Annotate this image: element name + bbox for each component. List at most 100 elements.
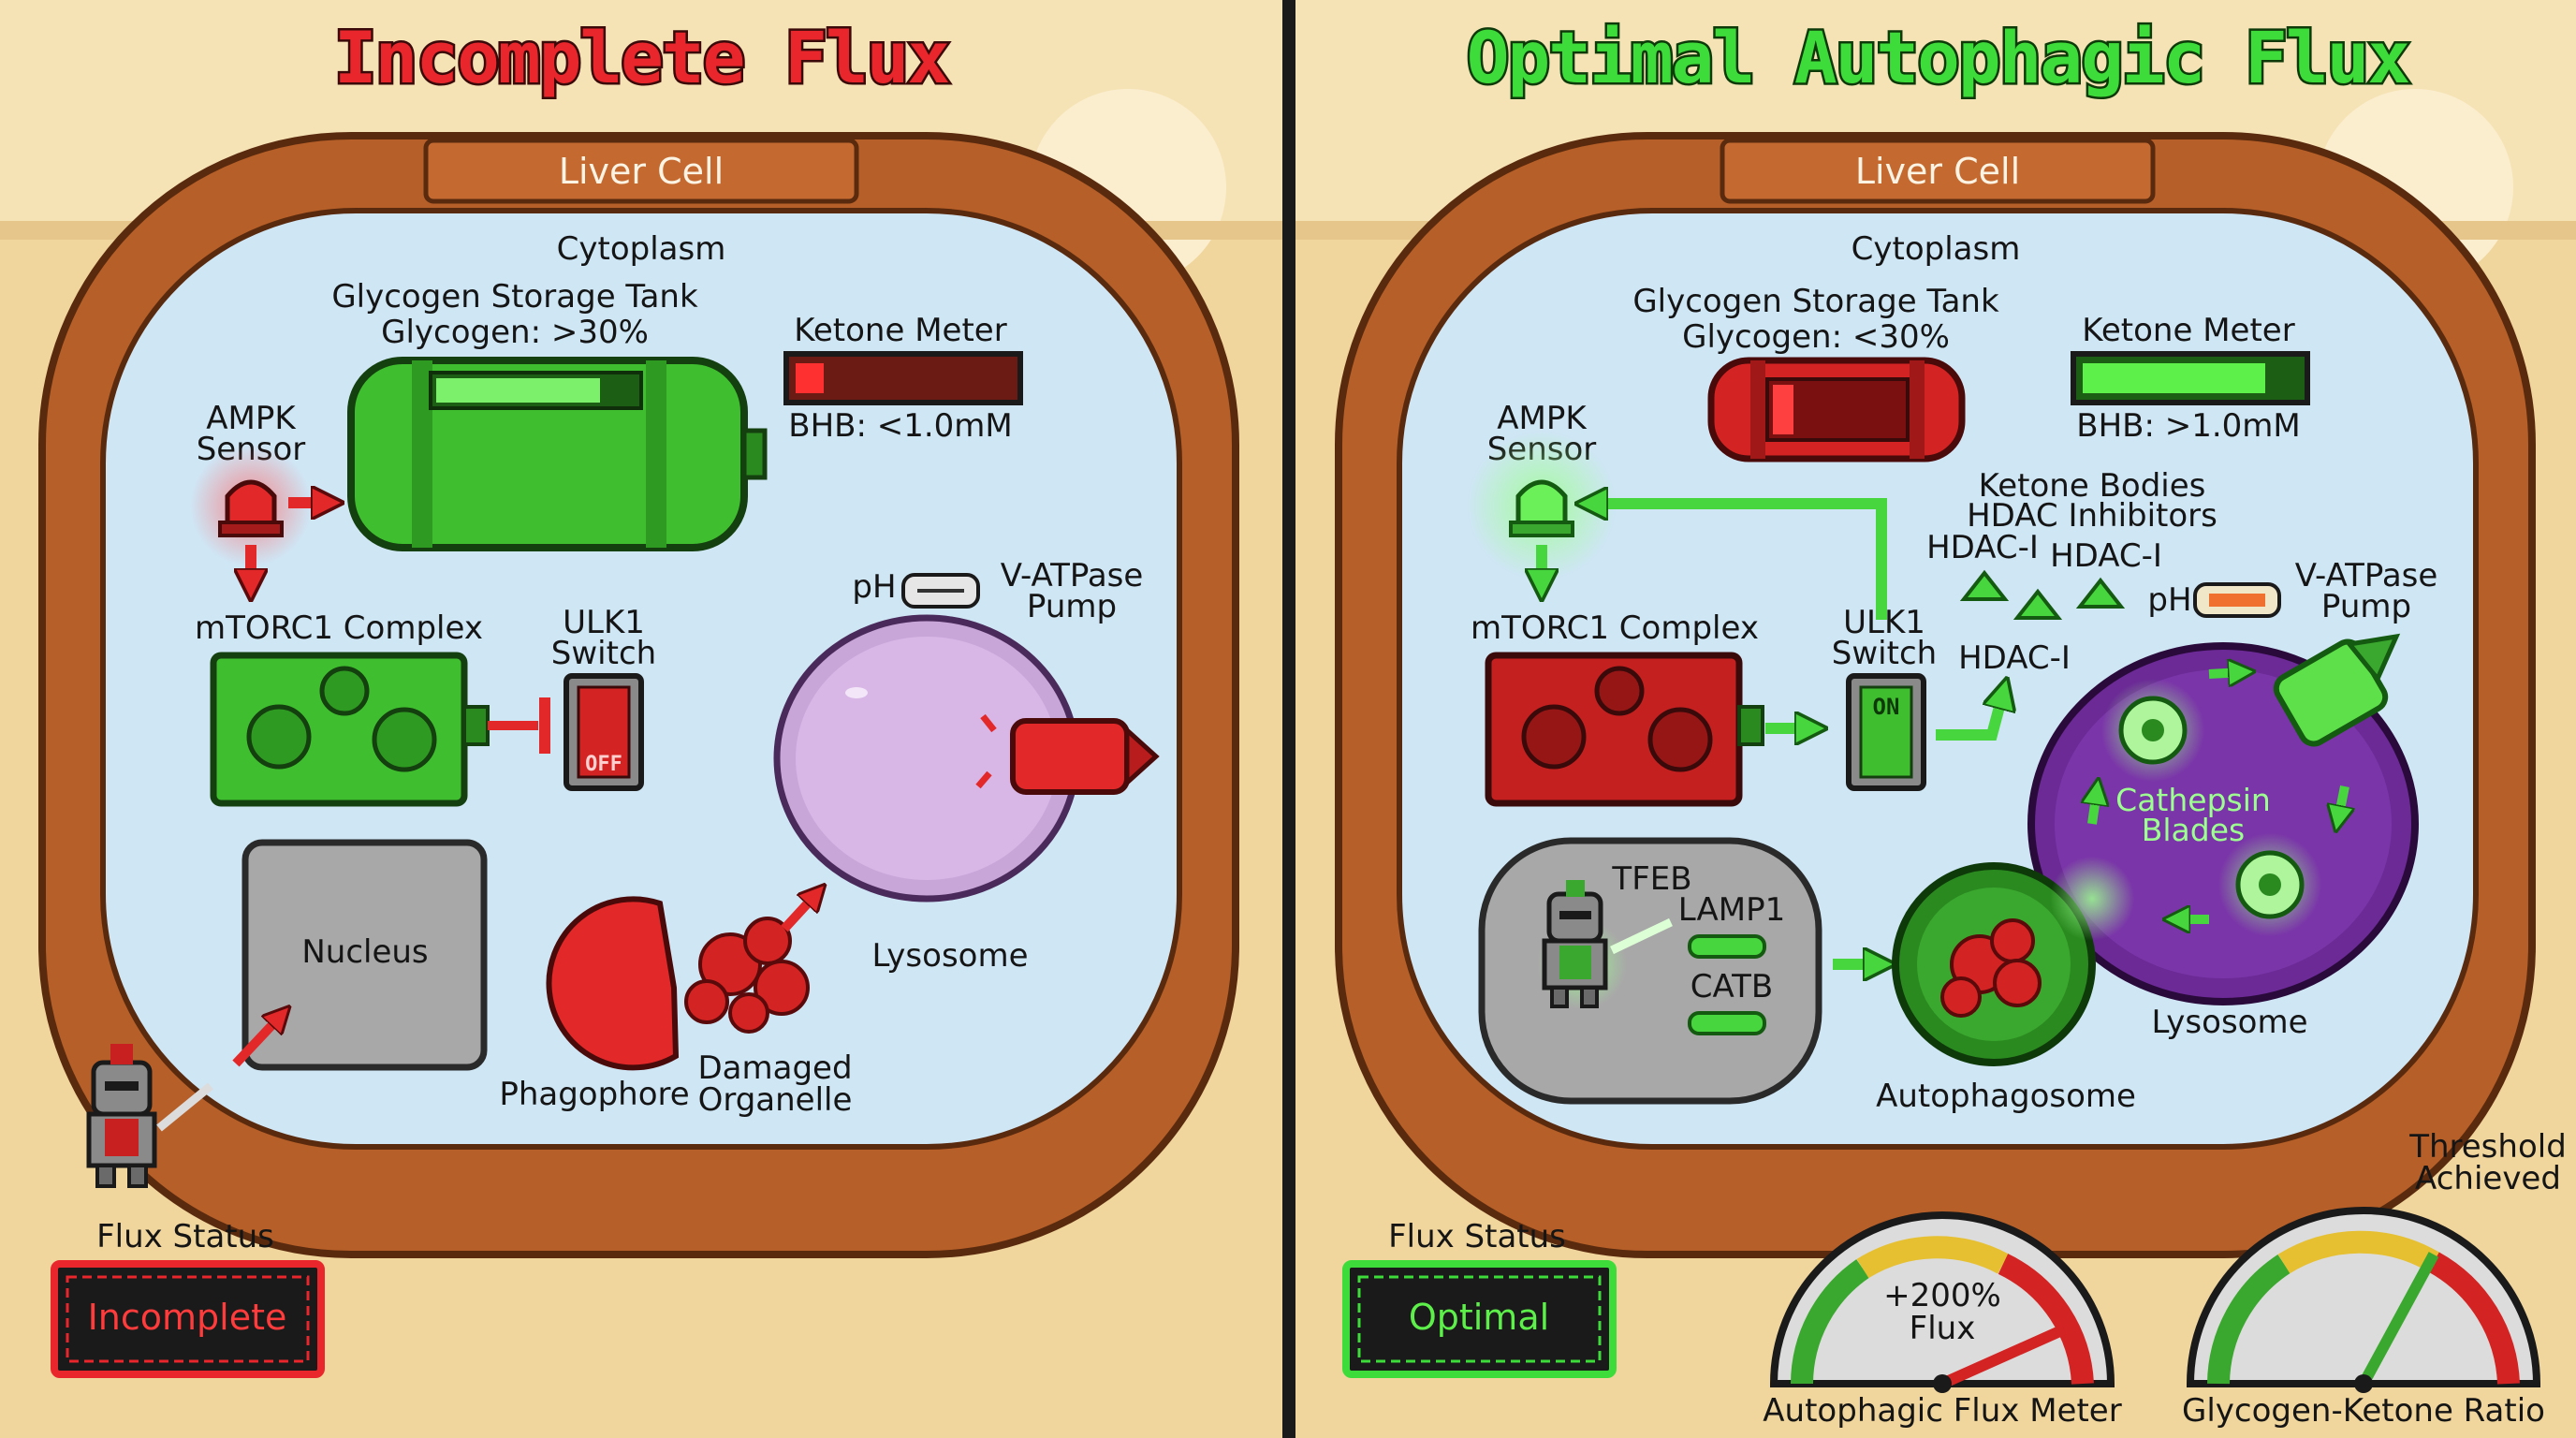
right-flux-gauge-caption: Autophagic Flux Meter: [1763, 1392, 2121, 1430]
right-mtorc1-label: mTORC1 Complex: [1471, 609, 1759, 647]
right-lysosome-label: Lysosome: [2151, 1004, 2307, 1041]
right-catb-label: CATB: [1690, 968, 1773, 1005]
right-lamp1-label: LAMP1: [1678, 891, 1785, 929]
right-knight-icon: [1537, 880, 1673, 1009]
right-hdac-3: HDAC-I: [1958, 639, 2071, 677]
right-ketone-bodies-line2: HDAC Inhibitors: [1967, 497, 2217, 535]
right-bhb-label: BHB: >1.0mM: [2076, 407, 2301, 445]
gene-capsule-icon: [1688, 1011, 1766, 1035]
right-title: Optimal Autophagic Flux: [1467, 16, 2409, 99]
panel-divider: [1282, 0, 1295, 1438]
left-flux-status-value: Incomplete: [88, 1297, 287, 1338]
left-ulk1-line1: ULK1: [563, 604, 645, 641]
right-threshold-line2: Achieved: [2415, 1160, 2561, 1197]
right-ratio-gauge: [2186, 1207, 2541, 1393]
left-lysosome-label: Lysosome: [871, 937, 1028, 975]
gear-icon: [319, 666, 370, 716]
left-switch-state: OFF: [585, 753, 622, 776]
left-flux-status-box: [51, 1260, 325, 1378]
gear-icon: [1647, 707, 1713, 772]
left-mtorc1-label: mTORC1 Complex: [195, 609, 483, 647]
left-flux-status-label: Flux Status: [96, 1218, 274, 1255]
right-vatpase-line2: Pump: [2321, 588, 2411, 625]
right-ulk1-line2: Switch: [1832, 635, 1937, 672]
left-bhb-label: BHB: <1.0mM: [788, 407, 1013, 445]
right-panel: Optimal Autophagic Flux Liver Cell Cytop…: [1335, 14, 2567, 1430]
left-vatpase-line2: Pump: [1027, 588, 1117, 625]
left-vatpase-pump-icon: [975, 713, 1160, 795]
right-glycogen-tank-label: Glycogen Storage Tank: [1632, 283, 1999, 320]
left-nucleus-label: Nucleus: [301, 933, 428, 971]
right-ulk1-switch: ON: [1846, 673, 1926, 791]
left-ampk-sensor-icon: [218, 479, 284, 537]
left-nucleus: [242, 839, 488, 1071]
right-flux-status-label: Flux Status: [1388, 1218, 1566, 1255]
hdac-triangle-icon: [2012, 588, 2063, 620]
gear-icon: [1594, 666, 1645, 716]
right-cathepsin-blade-icon: [2218, 833, 2321, 936]
left-cytoplasm-label: Cytoplasm: [557, 230, 726, 268]
gear-icon: [1521, 704, 1587, 770]
left-damaged-organelle-icon: [684, 917, 810, 1034]
right-threshold-line1: Threshold: [2408, 1128, 2567, 1166]
left-damaged-line1: Damaged: [697, 1049, 852, 1087]
right-vatpase-pump-icon: [2273, 633, 2401, 747]
gear-icon: [372, 707, 437, 772]
right-switch-state: ON: [1873, 694, 1900, 720]
right-hdac-1: HDAC-I: [1926, 529, 2039, 566]
right-autophagosome-label: Autophagosome: [1876, 1078, 2136, 1115]
left-ulk1-line2: Switch: [551, 635, 656, 672]
right-cell-label: Liver Cell: [1855, 151, 2020, 192]
left-glycogen-tank: [347, 357, 768, 551]
arrow-ulk1-to-ampk: [1591, 504, 1887, 620]
left-phagophore-icon: [546, 896, 680, 1071]
left-knight-icon: [86, 1044, 213, 1188]
right-ketone-meter: [2071, 351, 2310, 405]
left-title: Incomplete Flux: [334, 16, 949, 99]
right-cathepsin-line1: Cathepsin: [2115, 782, 2271, 818]
left-ampk-line1: AMPK: [206, 400, 297, 437]
right-flux-status-value: Optimal: [1409, 1297, 1549, 1338]
right-flux-gauge-line1: +200%: [1883, 1277, 2001, 1314]
right-cytoplasm-label: Cytoplasm: [1852, 230, 2021, 268]
right-vatpase-line1: V-ATPase: [2295, 557, 2438, 594]
right-cathepsin-blade-icon: [2101, 679, 2204, 782]
right-ulk1-line1: ULK1: [1843, 604, 1925, 641]
right-hdac-2: HDAC-I: [2050, 537, 2162, 575]
right-glycogen-tank: [1707, 357, 1966, 462]
left-lysosome: [773, 614, 1080, 902]
gear-icon: [246, 704, 312, 770]
right-flux-meter-gauge: [1769, 1211, 2115, 1393]
arrow-ulk1-to-lysosome: [1936, 693, 2003, 741]
left-ph-label: pH: [852, 568, 896, 606]
left-vatpase-line1: V-ATPase: [1001, 557, 1144, 594]
right-flux-gauge-line2: Flux: [1910, 1310, 1976, 1347]
left-cell-label: Liver Cell: [559, 151, 724, 192]
left-ketone-meter-label: Ketone Meter: [794, 312, 1006, 349]
hdac-triangle-icon: [2075, 577, 2126, 609]
right-cathepsin-line2: Blades: [2142, 812, 2245, 848]
hdac-triangle-icon: [1959, 569, 2010, 601]
gauge-needle: [1939, 1324, 2067, 1389]
right-mtorc1-complex: [1485, 652, 1764, 807]
right-flux-status-box: [1342, 1260, 1617, 1378]
left-ketone-meter: [783, 351, 1023, 405]
right-ketone-meter-label: Ketone Meter: [2082, 312, 2294, 349]
left-glycogen-level: Glycogen: >30%: [381, 314, 649, 351]
right-ketone-bodies-line1: Ketone Bodies: [1979, 467, 2206, 505]
gene-capsule-icon: [1688, 934, 1766, 959]
right-ampk-sensor-icon: [1509, 479, 1574, 537]
right-glycogen-level: Glycogen: <30%: [1682, 318, 1950, 356]
arrow-knight-to-nucleus: [232, 1016, 281, 1067]
right-autophagosome: [1892, 857, 2134, 1066]
left-mtorc1-complex: [210, 652, 490, 807]
left-glycogen-tank-label: Glycogen Storage Tank: [331, 278, 698, 315]
arrow-organelle-to-lysosome: [781, 894, 816, 932]
right-ph-label: pH: [2147, 581, 2191, 619]
gauge-needle: [2358, 1252, 2439, 1387]
left-panel: Incomplete Flux Liver Cell Cytoplasm Gly…: [38, 14, 1239, 1378]
left-phagophore-label: Phagophore: [499, 1076, 689, 1113]
right-tfeb-label: TFEB: [1611, 860, 1691, 898]
left-ulk1-switch: OFF: [564, 673, 644, 791]
